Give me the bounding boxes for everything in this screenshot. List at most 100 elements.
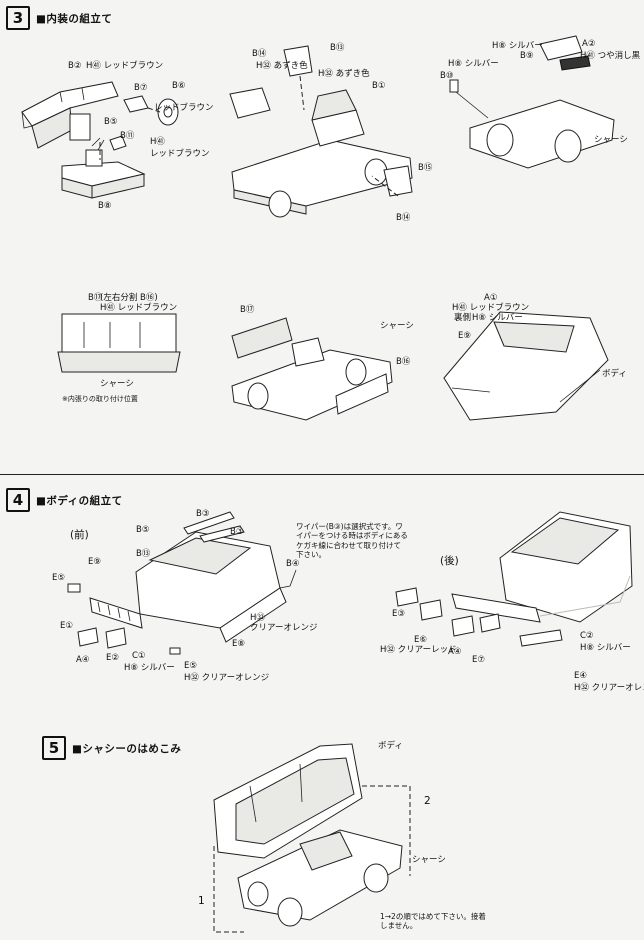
label-h32-clear: H㉜ [250, 613, 265, 623]
label-h8-silver-3: H⑧ シルバー [472, 313, 523, 323]
step-3-header: 3 ■内装の組立て [6, 6, 112, 30]
label-chassis-l: シャーシ [100, 379, 134, 389]
label-b16-mid: B⑯ [396, 357, 411, 367]
label-e9: E⑨ [88, 557, 101, 567]
front-car-illustration [67, 511, 297, 655]
label-b16-note: (左右分割 B⑯) [100, 293, 158, 303]
step-3-number: 3 [6, 6, 30, 30]
label-b17: B⑰ [88, 293, 103, 303]
rear-car-illustration [395, 511, 633, 647]
step-4-section: 4 ■ボディの組立て [0, 476, 644, 726]
label-a1: A① [484, 293, 498, 303]
label-h41-red-4: H㊶ レッドブラウン [452, 303, 530, 313]
step-4-number: 4 [6, 488, 30, 512]
console-illustration [61, 142, 146, 199]
step-5-header: 5 ■シャシーのはめこみ [42, 736, 181, 760]
instruction-note: 1→2の順ではめて下さい。接着しません。 [380, 912, 486, 931]
label-h8-silver-2: H⑧ シルバー [448, 59, 499, 69]
step-4-title: ■ボディの組立て [36, 494, 123, 507]
label-e5: E⑤ [52, 573, 65, 583]
label-e3: E③ [392, 609, 405, 619]
step-3-section: 3 ■内装の組立て [6, 6, 641, 421]
arrow-path-2 [362, 785, 411, 876]
label-body-r: ボディ [602, 369, 627, 379]
label-e5-2: E⑤ [184, 661, 197, 671]
label-b8: B⑧ [98, 201, 112, 211]
label-h8-silver: H⑧ シルバー [124, 663, 175, 673]
label-h8-silver-r: H⑧ シルバー [580, 643, 631, 653]
label-b3-2: B③ [230, 527, 244, 537]
label-a4-r: A④ [448, 647, 462, 657]
rear-chassis-illustration [449, 35, 615, 169]
label-h41-gloss: H㊶ つや消し黒 [580, 51, 641, 61]
label-h32-clear-orange: H㉜ クリアーオレンジ [184, 673, 270, 683]
steering-illustration [91, 95, 179, 151]
label-body: ボディ [378, 741, 403, 751]
label-e9: E⑨ [458, 331, 471, 341]
label-red-brown: レッドブラウン [150, 149, 210, 159]
label-c2: C② [580, 631, 594, 641]
label-e7: E⑦ [472, 655, 485, 665]
front-label: (前) [70, 529, 89, 541]
label-b2: B② [68, 61, 82, 71]
label-e4: E④ [574, 671, 587, 681]
label-step-2: 2 [424, 795, 431, 807]
label-clear-orange: クリアーオレンジ [250, 623, 318, 633]
label-c1: C① [132, 651, 146, 661]
label-inner-note: ※内張りの取り付け位置 [62, 395, 138, 403]
step-5-drawings [213, 743, 411, 933]
label-b13: B⑬ [136, 549, 151, 559]
label-b17-mid: B⑰ [240, 305, 255, 315]
label-h41-2: H㊶ [150, 137, 165, 147]
label-chassis-mid: シャーシ [380, 321, 414, 331]
label-e6: E⑥ [414, 635, 427, 645]
label-e2: E② [106, 653, 119, 663]
chassis-panels-illustration [231, 317, 393, 421]
label-h32-wood-2: H㉜ あずき色 [318, 69, 370, 79]
label-b13: B⑬ [330, 43, 345, 53]
step-3-drawings [21, 35, 615, 421]
label-b14-top: B⑭ [252, 49, 267, 59]
label-h8-silver: H⑧ シルバー [492, 41, 543, 51]
label-a2: A② [582, 39, 596, 49]
divider-step3-4 [0, 474, 644, 475]
chassis-illustration [237, 829, 403, 927]
label-b14-bottom: B⑭ [396, 213, 411, 223]
label-e8: E⑧ [232, 639, 245, 649]
arrow-path-1 [213, 846, 244, 933]
inner-panel-illustration [57, 313, 181, 373]
label-h41-red: H㊶ レッドブラウン [86, 61, 164, 71]
label-h32-clear-red: H㉜ クリアーレッド [380, 645, 457, 655]
label-h32-clear-orange-r: H㉜ クリアーオレンジ [574, 683, 644, 693]
label-h32-wood: H㉜ あずき色 [256, 61, 308, 71]
label-b9: B⑨ [520, 51, 534, 61]
body-underside-illustration [443, 311, 609, 421]
step-4-drawings [67, 511, 633, 655]
label-chassis-r: シャーシ [594, 135, 628, 145]
label-b1: B① [372, 81, 386, 91]
wiper-note: ワイパー(B③)は選択式です。ワイパーをつける時はボディにあるケガキ線に合わせて… [296, 522, 408, 560]
label-a4: A④ [76, 655, 90, 665]
label-red-brown-b6: レッドブラウン [154, 103, 214, 113]
rear-label: (後) [440, 555, 459, 567]
label-b10: B⑩ [440, 71, 454, 81]
label-b5: B⑤ [104, 117, 118, 127]
label-glass-note: 裏側 [454, 313, 472, 323]
step-5-title: ■シャシーのはめこみ [72, 742, 182, 755]
label-b15-bottom: B⑮ [418, 163, 433, 173]
label-b7: B⑦ [134, 83, 148, 93]
dashboard-illustration [21, 81, 119, 149]
label-b3: B③ [196, 509, 210, 519]
label-b4: B④ [286, 559, 300, 569]
label-e1: E① [60, 621, 73, 631]
step-5-section: 5 ■シャシーのはめこみ ボディ シャーシ 2 1 [0, 726, 644, 940]
step-3-title: ■内装の組立て [36, 12, 113, 25]
label-step-1: 1 [198, 895, 205, 907]
label-b11: B⑪ [120, 131, 135, 141]
body-shell-illustration [213, 743, 363, 859]
label-h41-red-3: H㊶ レッドブラウン [100, 303, 178, 313]
step-4-header: 4 ■ボディの組立て [6, 488, 123, 512]
step-5-number: 5 [42, 736, 66, 760]
label-b6: B⑥ [172, 81, 186, 91]
